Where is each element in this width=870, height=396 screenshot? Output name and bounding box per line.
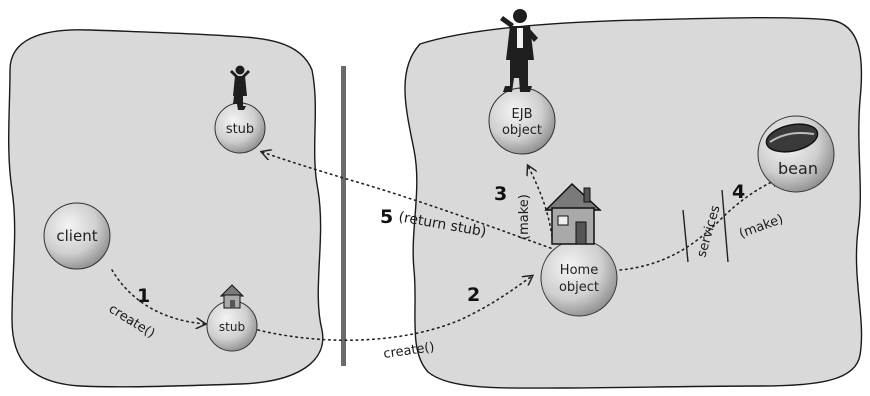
step-2-text: create() bbox=[382, 340, 435, 362]
step-5-number: 5 bbox=[380, 206, 393, 228]
stub-top-label: stub bbox=[226, 122, 254, 137]
client-node bbox=[43, 202, 111, 270]
network-divider bbox=[341, 66, 346, 366]
step-2-number: 2 bbox=[467, 284, 480, 306]
ejb-label-line1: EJB bbox=[512, 107, 533, 122]
person-large-icon bbox=[500, 9, 538, 92]
step-3-text: (make) bbox=[517, 194, 532, 240]
services-bar-left bbox=[682, 209, 689, 263]
arrow-home-to-ejb bbox=[528, 166, 553, 237]
home-label-line2: object bbox=[559, 280, 599, 295]
ejb-label-line2: object bbox=[502, 123, 542, 138]
arrow-home-to-stub-return bbox=[262, 152, 557, 251]
arrow-client-to-stub bbox=[111, 269, 205, 324]
home-object-node bbox=[540, 239, 618, 317]
step-4-number: 4 bbox=[732, 181, 745, 203]
arrow-stub-to-home bbox=[257, 276, 532, 341]
person-small-icon bbox=[230, 65, 250, 110]
home-label-line1: Home bbox=[560, 263, 598, 278]
services-bar-right bbox=[721, 189, 729, 263]
bean-label: bean bbox=[778, 159, 818, 178]
client-label: client bbox=[56, 227, 97, 245]
step-3-number: 3 bbox=[494, 183, 507, 205]
step-1-number: 1 bbox=[137, 285, 150, 307]
house-large-icon bbox=[544, 182, 602, 245]
server-jvm-region bbox=[404, 16, 863, 389]
arrow-home-to-bean bbox=[619, 178, 780, 271]
house-small-icon bbox=[219, 284, 245, 309]
stub-bottom-label: stub bbox=[219, 320, 245, 334]
bean-seed-icon bbox=[765, 123, 819, 153]
